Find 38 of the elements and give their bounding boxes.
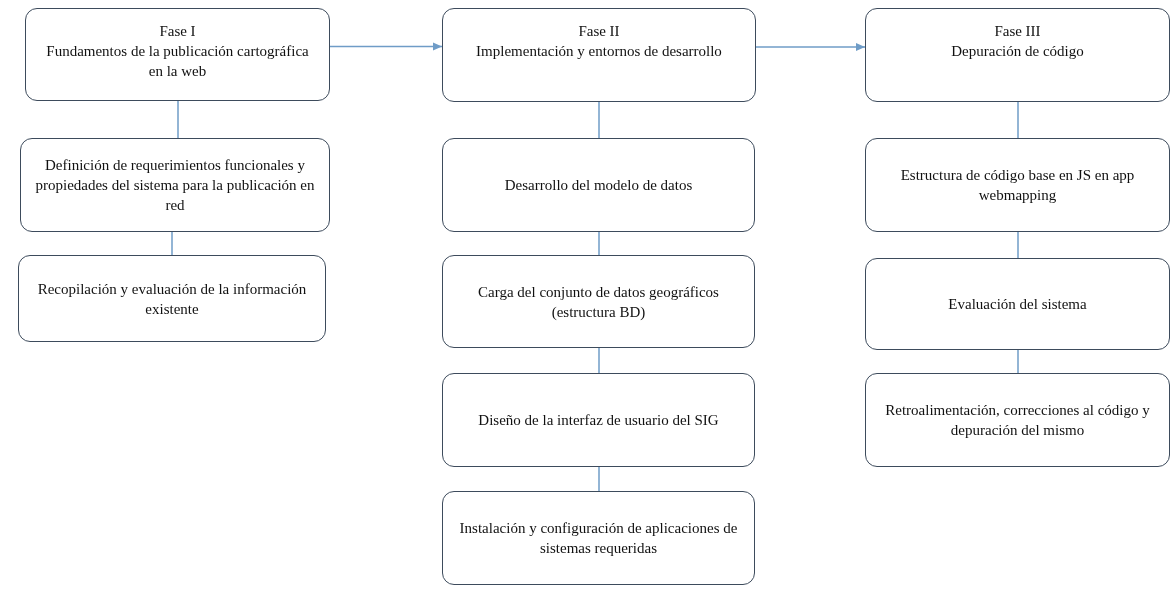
step-text: Recopilación y evaluación de la información existente [36, 279, 308, 319]
step-text: Estructura de código base en JS en app webmapping [899, 166, 1136, 205]
step-box [18, 255, 326, 342]
step-box [442, 138, 755, 232]
step-text: Carga del conjunto de datos geográficos (estructura BD) [477, 282, 720, 322]
connector-line [171, 231, 173, 256]
step-text: Depuración de código [951, 42, 1084, 61]
step-box [20, 138, 330, 232]
phase-heading: Fase III [994, 22, 1041, 41]
step-box [442, 491, 755, 585]
connector-line [1017, 231, 1019, 259]
phase-box [442, 8, 756, 102]
connector-line [598, 231, 600, 256]
step-text: Implementación y entornos de desarrollo [476, 42, 722, 61]
connector-line [598, 101, 600, 139]
step-box [865, 258, 1170, 350]
step-box [865, 373, 1170, 467]
step-box [442, 373, 755, 467]
step-text: Fundamentos de la publicación cartográfica en la web [45, 42, 310, 81]
connector-line [1017, 101, 1019, 139]
step-text: Desarrollo del modelo de datos [504, 176, 693, 195]
step-text: Definición de requerimientos funcionales y propiedades del sistema para la publicación en red [35, 156, 315, 215]
connector-line [177, 100, 179, 139]
step-box [865, 138, 1170, 232]
connector-line [598, 347, 600, 374]
arrow [755, 43, 866, 51]
step-text: Diseño de la interfaz de usuario del SIG [478, 411, 719, 430]
step-text: Evaluación del sistema [948, 295, 1087, 314]
step-box [442, 255, 755, 348]
phase-box [865, 8, 1170, 102]
phase-heading: Fase II [578, 22, 620, 41]
step-text: Instalación y configuración de aplicaciones de sistemas requeridas [458, 519, 739, 558]
connector-line [598, 466, 600, 492]
connector-line [1017, 349, 1019, 374]
step-text: Retroalimentación, correcciones al código y depuración del mismo [884, 401, 1151, 440]
phase-box [25, 8, 330, 101]
arrow [329, 42, 443, 51]
phase-heading: Fase I [159, 22, 196, 41]
